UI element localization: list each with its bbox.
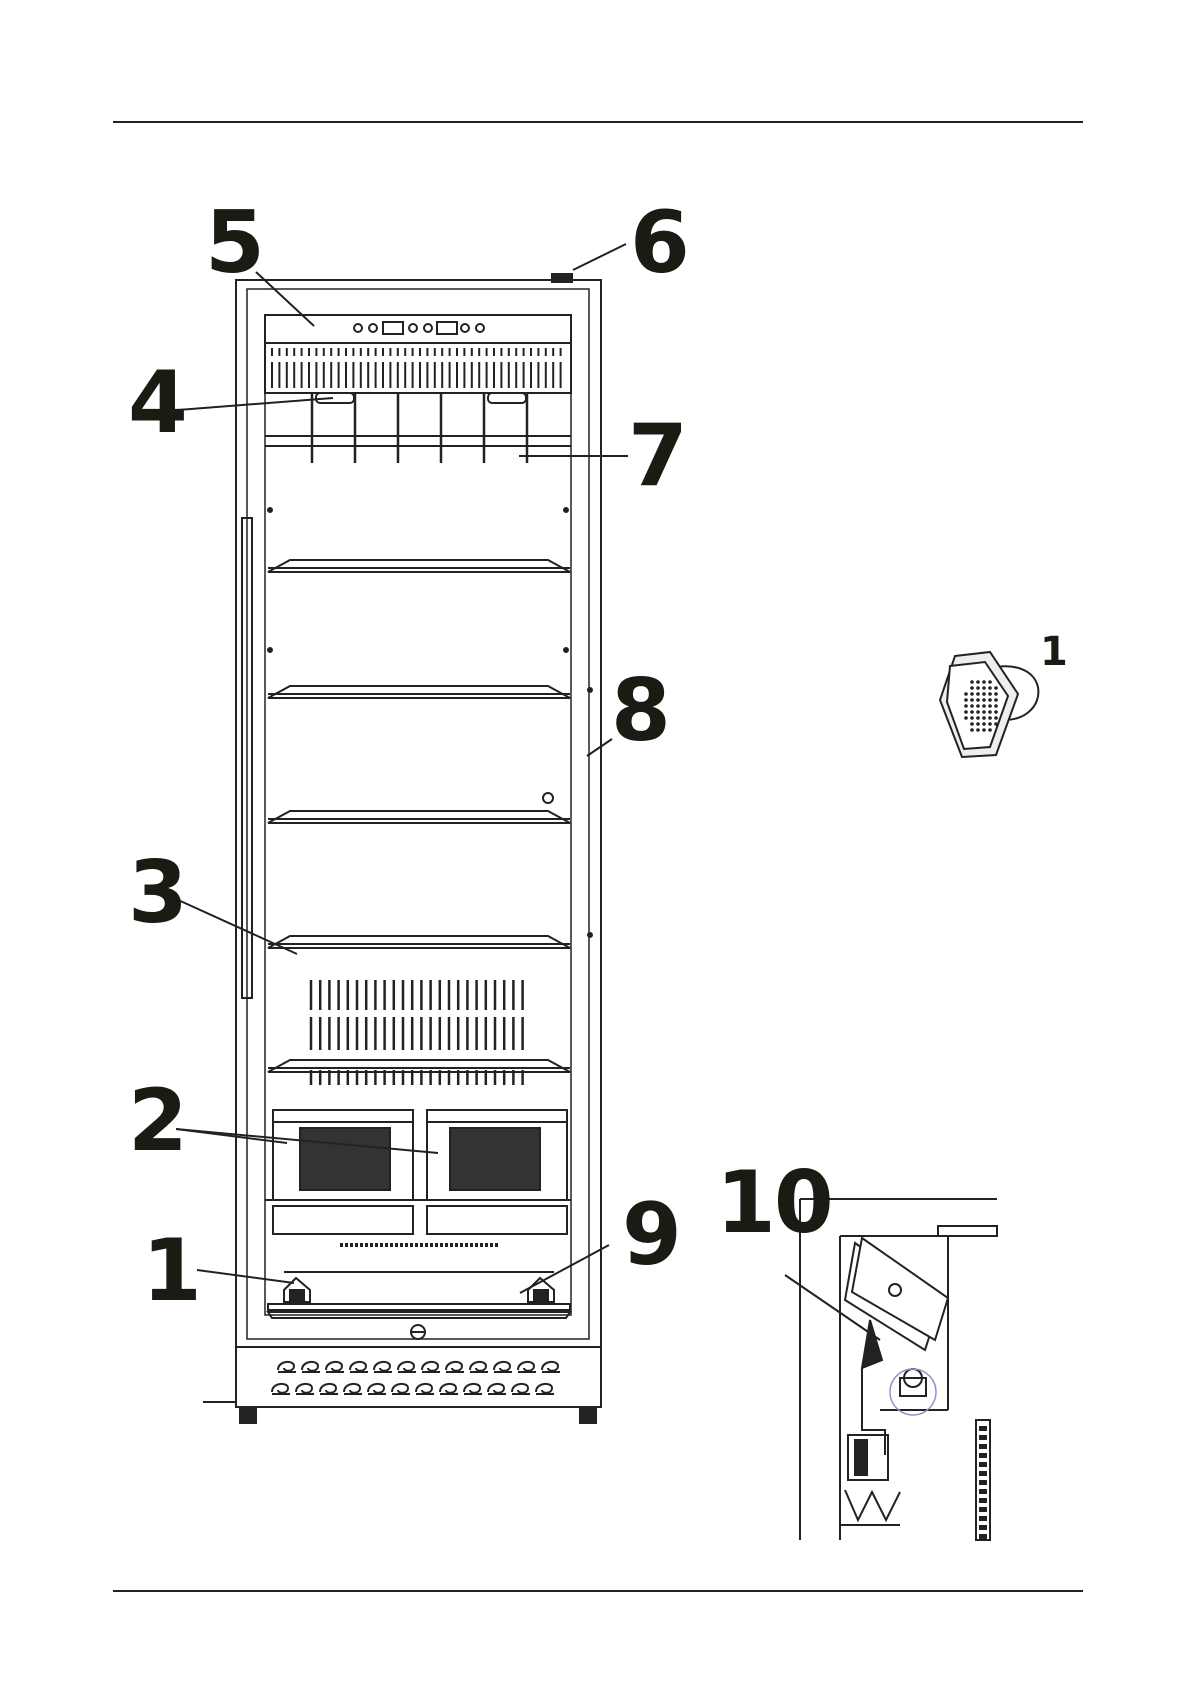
fan-grille-right	[450, 1128, 540, 1190]
callout-3: 3	[128, 850, 186, 936]
leader-9	[520, 1245, 609, 1293]
panel-display	[383, 322, 403, 334]
callout-9: 9	[622, 1192, 680, 1278]
callout-detail-1: 1	[1040, 632, 1068, 672]
humidity-box-detail	[940, 652, 1038, 757]
cabinet-outer	[236, 280, 601, 1347]
top-light	[488, 393, 526, 403]
panel-button	[354, 324, 362, 332]
callout-2: 2	[128, 1078, 186, 1164]
leader-8	[587, 739, 612, 756]
top-vent	[272, 348, 561, 388]
shelf	[268, 686, 570, 698]
panel-button	[424, 324, 432, 332]
callout-10: 10	[716, 1160, 832, 1246]
top-hinge	[552, 274, 572, 282]
leader-4	[178, 398, 333, 410]
fan-grille-left	[300, 1128, 390, 1190]
control-panel	[265, 315, 571, 343]
foot-left	[240, 1407, 256, 1423]
top-fan-housing	[265, 343, 571, 393]
shelves	[268, 560, 570, 1072]
panel-display	[437, 322, 457, 334]
shelf	[268, 936, 570, 948]
callout-5: 5	[205, 200, 263, 286]
panel-button	[461, 324, 469, 332]
leader-lines	[176, 244, 628, 1293]
fan-units	[265, 1110, 571, 1339]
callout-6: 6	[630, 200, 688, 286]
shelf	[268, 1060, 570, 1072]
shelf	[268, 811, 570, 823]
base-grille	[203, 1347, 601, 1423]
shelf	[268, 560, 570, 572]
hinge-highlight	[890, 1369, 936, 1415]
callout-8: 8	[611, 668, 669, 754]
foot-right	[580, 1407, 596, 1423]
rear-vent-panel	[311, 980, 523, 1085]
panel-button	[369, 324, 377, 332]
callout-4: 4	[128, 360, 186, 446]
panel-button	[409, 324, 417, 332]
callout-1: 1	[142, 1228, 200, 1314]
leader-6	[573, 244, 626, 270]
panel-button	[476, 324, 484, 332]
callout-7: 7	[628, 413, 686, 499]
leader-1	[197, 1270, 294, 1283]
